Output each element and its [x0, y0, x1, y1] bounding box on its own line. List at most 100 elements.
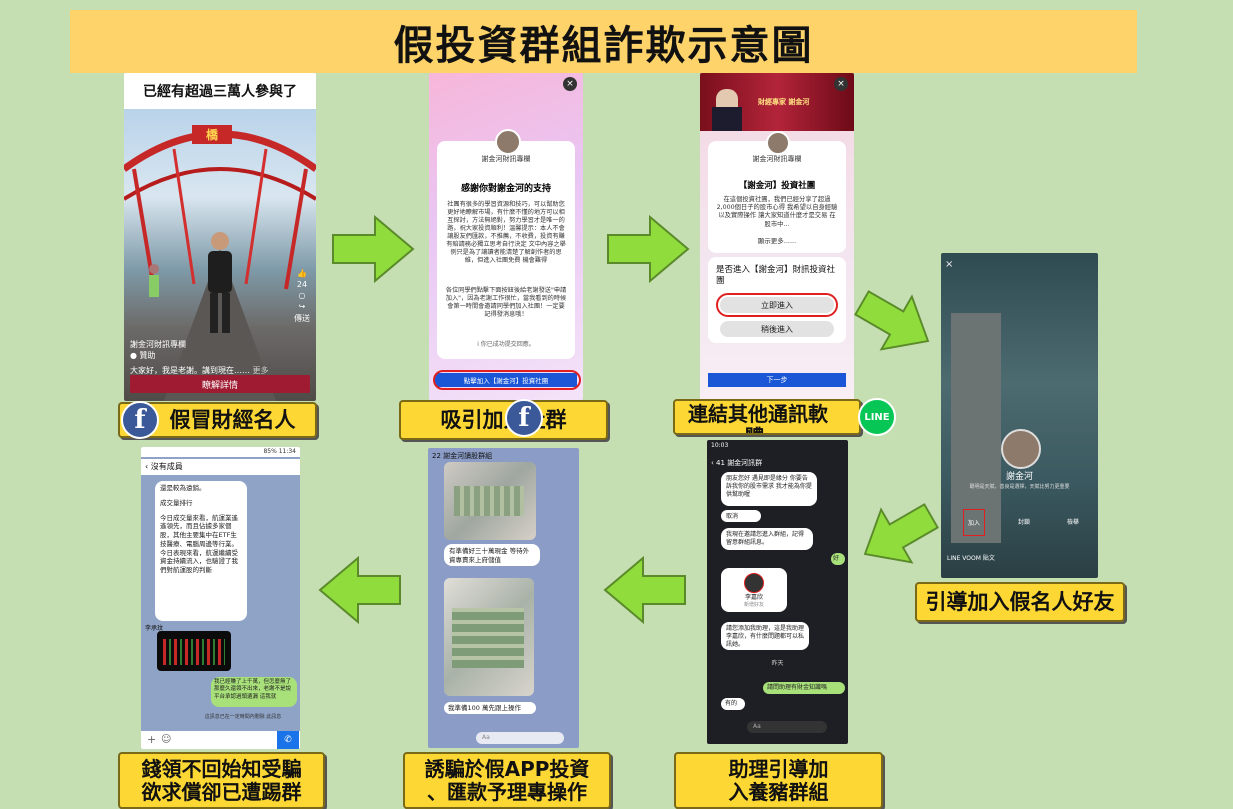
enter-now-button[interactable]: 立即進入 — [720, 297, 834, 313]
call-button[interactable]: ✆ — [277, 731, 299, 749]
report-button[interactable]: 檢舉 — [1063, 509, 1083, 536]
chat-input[interactable]: Aa — [476, 732, 564, 744]
learn-more-button[interactable]: 瞭解詳情 — [130, 375, 310, 393]
ad-caption: 大家好，我是老謝。講到現在…… — [130, 366, 250, 376]
green-arrow — [603, 555, 686, 625]
step-text-line: 錢領不回始知受騙 — [141, 756, 302, 781]
back-button[interactable]: ‹ — [145, 462, 151, 471]
chat-bubble-sent: 我已經賺了上千萬，但怎麼無了那麼久還領不出來，老謝不是說平台承認過頭遺漏 這我就 — [211, 677, 297, 707]
step-text-line: 誘騙於假APP投資 — [424, 756, 590, 781]
more-link[interactable]: 更多 — [252, 366, 269, 376]
modal-heading: 感謝你對謝金河的支持 — [460, 184, 551, 194]
join-button-label: 點擊加入【謝金河】投資社團 — [463, 377, 549, 385]
add-friend-button[interactable]: 加入 — [963, 509, 986, 536]
send-label: 傳送 — [294, 314, 310, 323]
message-text: 成交量排行 — [160, 498, 193, 507]
system-note: 這訊息已在一定時間內刪除 此訊息 — [204, 714, 282, 720]
profile-name: 謝金河 — [1005, 472, 1033, 482]
cash-photo — [444, 578, 534, 696]
block-button[interactable]: 封鎖 — [1014, 509, 1034, 536]
header-text: 財經專家 謝金河 — [758, 98, 810, 106]
chat-title: 謝金河訊群 — [727, 459, 763, 467]
avatar — [495, 129, 521, 155]
message-text: 還是較為遠銷。 — [160, 484, 206, 492]
voom-link[interactable]: LINE VOOM 貼文 — [947, 555, 995, 562]
bridge-sign: 橋 — [192, 125, 233, 144]
avatar — [766, 131, 790, 155]
add-icon[interactable]: + — [147, 733, 157, 746]
like-icon[interactable]: 👍 — [297, 269, 307, 278]
chat-bubble-sent: 請問助理有財金知識嗎 — [763, 682, 845, 694]
chat-bubble: 還是較為遠銷。 成交量排行 今日成交量來看，航運業遙遙領先，而且佔據多家個股，其… — [155, 481, 247, 621]
step-text: 假冒財經名人 — [169, 407, 296, 432]
ad-banner-text: 已經有超過三萬人參與了 — [143, 84, 297, 100]
sender-name: 李承玟 — [145, 625, 164, 632]
back-button[interactable]: ‹ 41 — [711, 459, 725, 467]
step-label: 助理引導加 入養豬群組 — [674, 752, 883, 809]
chat-bubble: 朋友您好 遇見即是緣分 你要告訴我你的股市需求 我才能為你提供幫助喔 — [721, 472, 817, 506]
profile-status: 聰明是天賦，善良是選擇，天賦比努力更重要 — [969, 484, 1070, 490]
learn-more-label: 瞭解詳情 — [201, 380, 238, 391]
step-label: 誘騙於假APP投資 、匯款予理專操作 — [403, 752, 611, 809]
message-text: 今日成交量來看，航運業遙遙領先，而且佔據多家個股，其他主要集中在ETF生技醫療、… — [160, 513, 238, 575]
screenshot-line-profile: × 謝金河 聰明是天賦，善良是選擇，天賦比努力更重要 加入 封鎖 檢舉 LINE… — [941, 253, 1098, 578]
green-arrow — [854, 290, 930, 351]
pier-image — [951, 313, 1001, 543]
modal-body: 社團有很多的學習資源和技巧，可以幫助您更好地瞭解市場，有什麼不懂的地方可以相互探… — [446, 201, 566, 265]
avatar — [1001, 429, 1041, 469]
green-arrow — [607, 214, 690, 284]
sponsored-tag: ● 贊助 — [130, 351, 156, 361]
status-bar: 85% 11:34 — [263, 448, 296, 455]
contact-name: 李嘉欣 — [744, 594, 763, 601]
page-name: 謝金河財訊專欄 — [481, 155, 531, 163]
page-title: 假投資群組詐欺示意圖 — [393, 22, 814, 69]
back-count: 41 — [716, 459, 725, 467]
line-icon: LINE — [858, 398, 896, 436]
input-placeholder: Aa — [753, 723, 761, 730]
modal-heading: 【謝金河】投資社團 — [738, 181, 816, 191]
step-text-line: 欲求償卻已遭踢群 — [141, 779, 302, 804]
add-friend-label: 加入 — [968, 520, 981, 527]
day-separator: 昨天 — [771, 660, 784, 667]
chat-bubble: 我準備100 萬先跟上操作 — [444, 702, 536, 714]
comment-icon[interactable]: ○ — [298, 291, 306, 300]
chat-bubble: 有準備好三十萬現金 等待外資專賣來上府儲值 — [444, 544, 540, 566]
contact-add-button[interactable]: 新增好友 — [743, 602, 764, 609]
screenshot-join-modal: × 謝金河財訊專欄 感謝你對謝金河的支持 社團有很多的學習資源和技巧，可以幫助您… — [429, 73, 583, 400]
join-community-button[interactable]: 點擊加入【謝金河】投資社團 — [435, 373, 577, 387]
next-step-button[interactable]: 下一步 — [708, 373, 846, 387]
modal-card: 謝金河財訊專欄 【謝金河】投資社團 在這個投資社團，我們已經分享了超過2,000… — [708, 131, 846, 253]
step-text-line: 入養豬群組 — [728, 779, 829, 804]
confirm-question: 是否進入【謝金河】財訊投資社團 — [716, 265, 836, 287]
step-text-line: 、匯款予理專操作 — [427, 779, 587, 804]
screenshot-fake-ad: 已經有超過三萬人參與了 橋 👍 24 ○ ↪ 傳送 謝金河財訊專欄 — [124, 73, 316, 401]
block-label: 封鎖 — [1017, 519, 1030, 526]
chat-bubble: 我現在邀請您進入群組，記得留意群組訊息。 — [721, 528, 813, 550]
enter-now-label: 立即進入 — [761, 300, 793, 310]
enter-later-button[interactable]: 稍後進入 — [720, 321, 834, 337]
screenshot-fake-group: 22 謝金河讀股群組 有準備好三十萬現金 等待外資專賣來上府儲值 我準備100 … — [428, 448, 579, 748]
contact-card[interactable]: 李嘉欣 新增好友 — [721, 568, 787, 612]
status-time: 10:03 — [711, 442, 729, 449]
step-text: 連結其他通訊軟體. — [688, 402, 828, 434]
highlight-ring — [716, 293, 838, 317]
share-icon[interactable]: ↪ — [298, 302, 306, 311]
like-count: 24 — [296, 280, 308, 289]
step-label: 引導加入假名人好友 — [915, 582, 1125, 622]
next-step-label: 下一步 — [766, 376, 788, 384]
profile-name[interactable]: 謝金河財訊專欄 — [130, 340, 186, 349]
chat-input[interactable]: Aa — [747, 721, 827, 733]
screenshot-assistant-chat: 10:03 ‹ 41 謝金河訊群 朋友您好 遇見即是緣分 你要告訴我你的股市需求… — [707, 440, 848, 744]
chat-bubble: 請您添加我助理，這是我助理李嘉欣，有什麼問題都可以私訊她。 — [721, 622, 809, 650]
emoji-icon[interactable]: ☺ — [161, 734, 172, 745]
screenshot-community-invite: 財經專家 謝金河 × 謝金河財訊專欄 【謝金河】投資社團 在這個投資社團，我們已… — [700, 73, 854, 400]
show-more-link[interactable]: 顯示更多...... — [757, 237, 797, 245]
chat-bubble-sent: 好 — [831, 553, 845, 565]
green-arrow — [863, 503, 939, 564]
page-name: 謝金河財訊專欄 — [752, 155, 802, 163]
chat-title: 沒有成員 — [150, 462, 183, 471]
close-icon[interactable]: × — [834, 77, 848, 91]
close-icon[interactable]: × — [945, 259, 954, 270]
modal-body-2: 各位同學們點擊下面按鈕後給老謝發送"申請加入"，因為老謝工作很忙，當我看到的時候… — [445, 287, 567, 319]
close-icon[interactable]: × — [563, 77, 577, 91]
